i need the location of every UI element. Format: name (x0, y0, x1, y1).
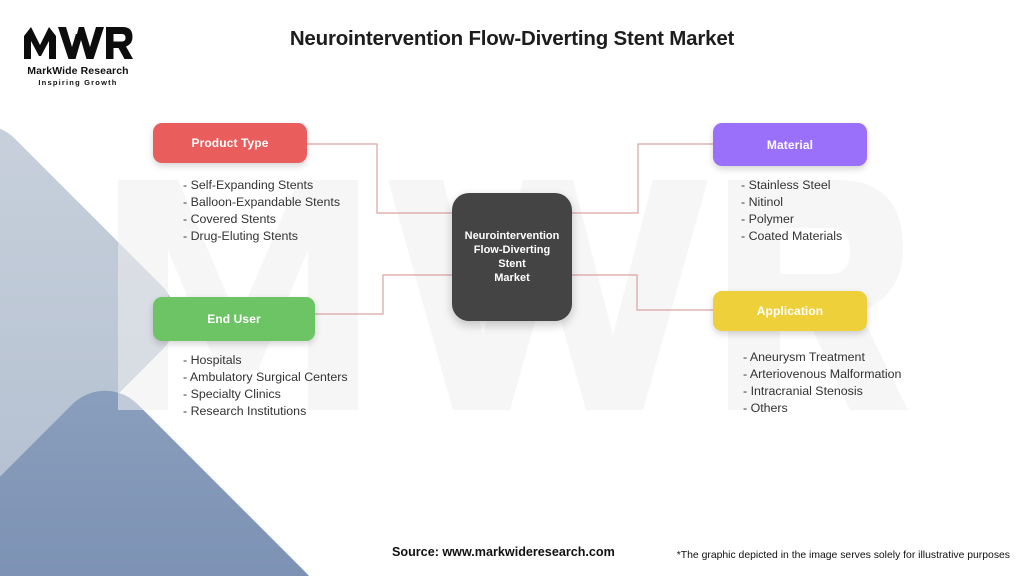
connector-material (572, 143, 713, 214)
center-line-1: Neurointervention (464, 230, 560, 242)
brand-logo: MarkWide Research Inspiring Growth (14, 22, 142, 87)
list-item: - Specialty Clinics (183, 387, 281, 401)
list-item: - Arteriovenous Malformation (743, 367, 902, 381)
mwr-logo-icon (24, 26, 133, 59)
connector-product-type (307, 143, 452, 214)
list-item: - Balloon-Expandable Stents (183, 195, 341, 209)
list-item: - Intracranial Stenosis (743, 384, 863, 398)
node-items-product-type: - Self-Expanding Stents - Balloon-Expand… (183, 177, 341, 245)
list-item: - Others (743, 401, 788, 415)
connector-application (572, 274, 713, 311)
list-item: - Ambulatory Surgical Centers (183, 370, 348, 384)
logo-tagline: Inspiring Growth (38, 78, 118, 87)
node-items-end-user: - Hospitals - Ambulatory Surgical Center… (183, 352, 348, 420)
node-items-material: - Stainless Steel - Nitinol - Polymer - … (741, 177, 867, 245)
list-item: - Covered Stents (183, 212, 276, 226)
center-line-3: Market (494, 272, 530, 284)
center-line-2: Flow-Diverting Stent (473, 244, 551, 270)
list-item: - Coated Materials (741, 229, 843, 243)
page-title: Neurointervention Flow-Diverting Stent M… (289, 27, 735, 50)
logo-company-name: MarkWide Research (27, 65, 129, 77)
list-item: - Self-Expanding Stents (183, 178, 314, 192)
node-end-user[interactable]: End User - Hospitals - Ambulatory Surgic… (153, 297, 348, 420)
list-item: - Hospitals (183, 353, 242, 367)
list-item: - Nitinol (741, 195, 783, 209)
connector-end-user (315, 274, 452, 315)
center-node[interactable]: Neurointervention Flow-Diverting Stent M… (452, 193, 572, 321)
node-product-type[interactable]: Product Type - Self-Expanding Stents - B… (153, 123, 341, 245)
node-application[interactable]: Application - Aneurysm Treatment - Arter… (713, 291, 902, 417)
source-text: Source: www.markwideresearch.com (392, 545, 615, 559)
list-item: - Research Institutions (183, 404, 307, 418)
node-chip-material[interactable]: Material (713, 123, 867, 166)
node-items-application: - Aneurysm Treatment - Arteriovenous Mal… (743, 349, 902, 417)
list-item: - Stainless Steel (741, 178, 831, 192)
list-item: - Polymer (741, 212, 795, 226)
list-item: - Aneurysm Treatment (743, 350, 865, 364)
list-item: - Drug-Eluting Stents (183, 229, 299, 243)
node-chip-product-type[interactable]: Product Type (153, 123, 307, 163)
node-chip-application[interactable]: Application (713, 291, 867, 331)
node-chip-end-user[interactable]: End User (153, 297, 315, 341)
node-material[interactable]: Material - Stainless Steel - Nitinol - P… (713, 123, 867, 245)
center-node-label: Neurointervention Flow-Diverting Stent M… (452, 229, 572, 285)
disclaimer-text: *The graphic depicted in the image serve… (676, 550, 1010, 561)
